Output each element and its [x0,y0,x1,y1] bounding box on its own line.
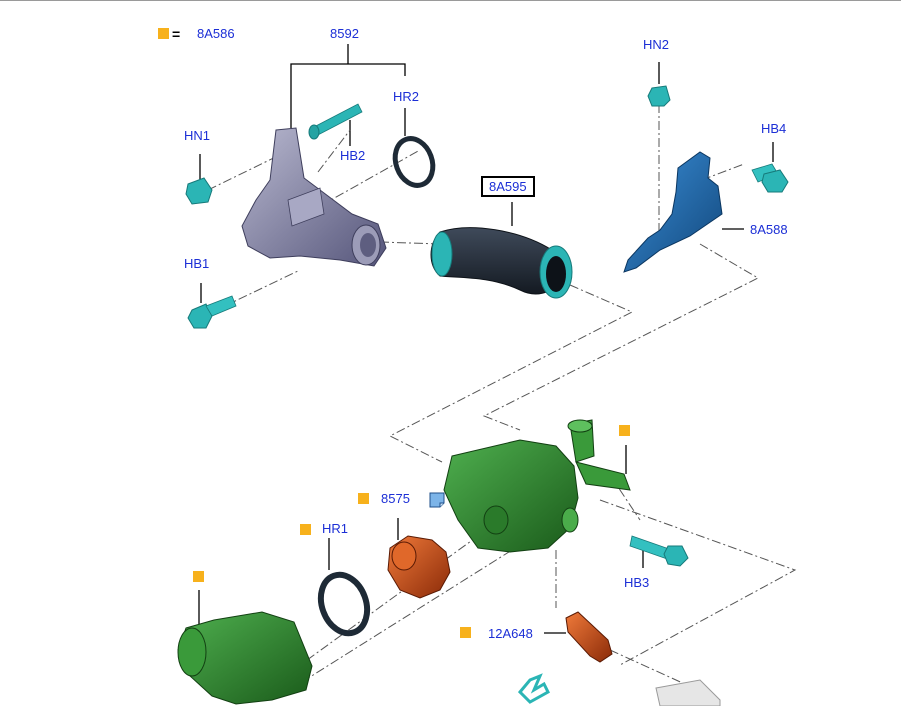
callout-hb3[interactable]: HB3 [624,575,650,590]
callout-8a588[interactable]: 8A588 [750,222,788,237]
thermostat-housing-part [443,419,631,553]
sensor-12a648-part [517,611,613,704]
callout-hr2[interactable]: HR2 [393,89,420,104]
hn1-nut-part [185,177,213,205]
legend-part-label[interactable]: 8A586 [197,26,235,41]
marker-square-8575 [358,493,369,504]
callout-hn1[interactable]: HN1 [184,128,211,143]
hose-8a595-part [430,227,573,299]
pipe-part [655,679,721,706]
legend-marker [158,28,169,39]
leader-lines [198,44,774,634]
callout-hb2[interactable]: HB2 [340,148,366,163]
callout-hn2[interactable]: HN2 [643,37,670,52]
callout-8575[interactable]: 8575 [381,491,410,506]
callout-12a648[interactable]: 12A648 [488,626,533,641]
marker-square-12a648 [460,627,471,638]
legend-equals: = [172,26,181,42]
callout-hr1[interactable]: HR1 [322,521,349,536]
housing-8592-part [241,127,387,267]
callout-8592[interactable]: 8592 [330,26,359,41]
marker-square-housing [619,425,630,436]
marker-square-elbow [193,571,204,582]
outlet-elbow-part [177,611,313,705]
marker-square-hr1 [300,524,311,535]
hn2-nut-part [647,85,671,107]
note-icon[interactable] [429,492,445,508]
hb4-bolt-part [751,163,789,193]
thermostat-8575-part [387,535,451,599]
hr2-oring-part [392,136,436,188]
hb3-bolt-part [629,535,689,567]
top-border [0,0,901,1]
callout-8a595[interactable]: 8A595 [481,176,535,197]
callout-hb4[interactable]: HB4 [761,121,787,136]
hr1-seal-part [317,571,371,637]
hb1-bolt-part [187,295,237,329]
bracket-8a588-part [623,151,723,273]
hb2-stud-part [308,103,363,140]
callout-hb1[interactable]: HB1 [184,256,210,271]
